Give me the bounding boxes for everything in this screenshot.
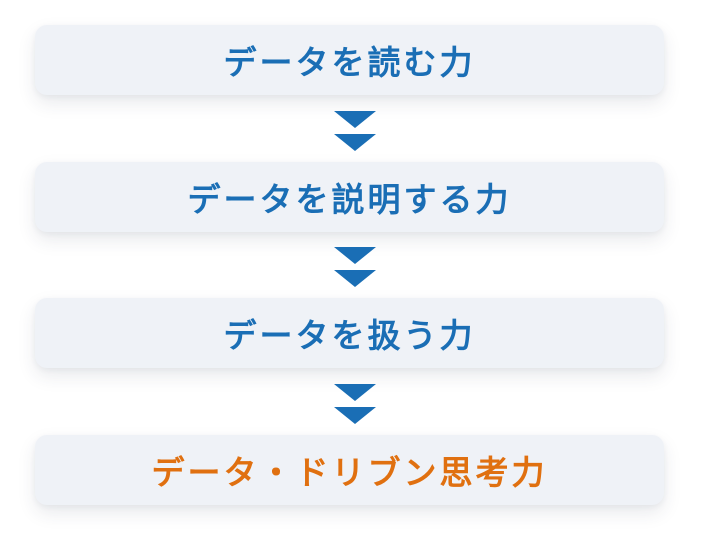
step-box-handle: データを扱う力	[35, 298, 664, 368]
double-chevron-down-icon	[334, 111, 376, 151]
double-chevron-down-icon	[334, 247, 376, 287]
step-label: データを扱う力	[223, 316, 476, 355]
step-label: データを読む力	[223, 43, 476, 82]
step-box-explain: データを説明する力	[35, 162, 664, 232]
step-label: データを説明する力	[187, 180, 512, 219]
step-box-data-driven-thinking: データ・ドリブン思考力	[35, 435, 664, 505]
step-label: データ・ドリブン思考力	[151, 453, 548, 492]
step-box-read: データを読む力	[35, 25, 664, 95]
double-chevron-down-icon	[334, 384, 376, 424]
